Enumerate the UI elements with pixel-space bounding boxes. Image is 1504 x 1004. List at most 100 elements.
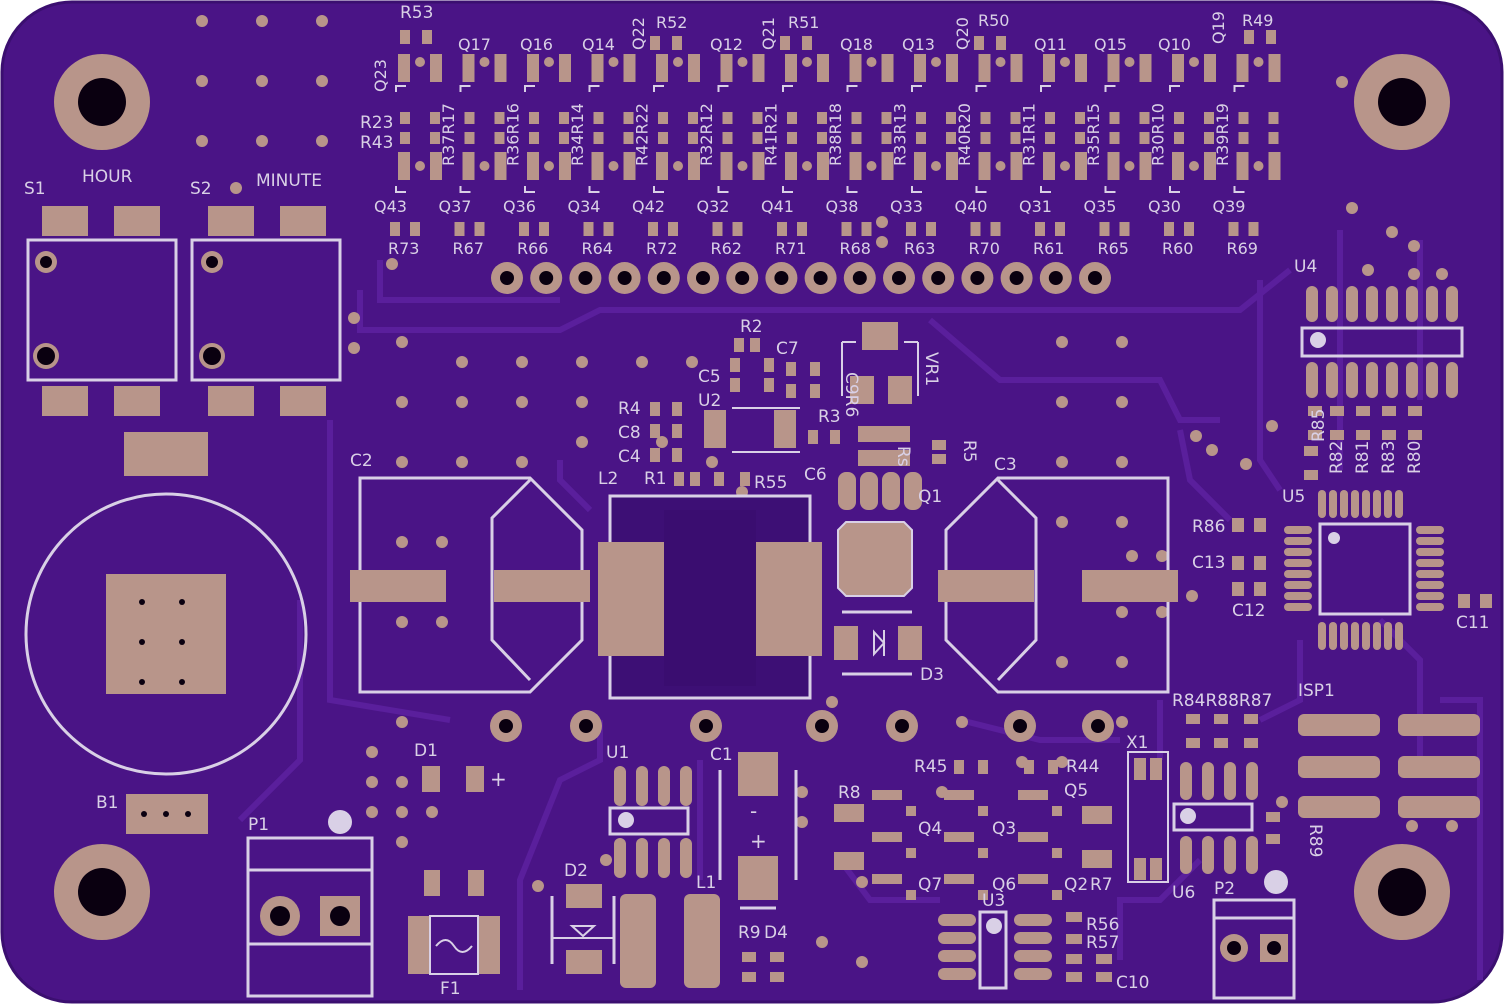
- label-r45: R45: [914, 757, 947, 777]
- array-top-q-label: Q10: [1158, 35, 1191, 54]
- array-top-q-label: Q22: [629, 17, 648, 50]
- array-mid-r-label: R41R21: [762, 103, 781, 166]
- ic-u3: [938, 910, 1112, 990]
- label-r80: R80: [1405, 441, 1425, 474]
- array-mid-r-label: R30R10: [1149, 103, 1168, 166]
- u2-area: [650, 322, 946, 486]
- ic-u4: [1300, 286, 1464, 480]
- label-c6: C6: [804, 465, 827, 485]
- label-u4: U4: [1294, 257, 1317, 277]
- label-c10: C10: [1116, 973, 1150, 993]
- array-top-r-label: R52: [656, 13, 687, 32]
- array-bot-r-label: R68: [840, 239, 871, 258]
- label-c2: C2: [350, 451, 373, 471]
- label-d2: D2: [564, 861, 588, 881]
- label-r89: R89: [1305, 824, 1325, 857]
- label-u2: U2: [698, 391, 721, 411]
- array-bot-q-label: Q35: [1084, 197, 1117, 216]
- header-pins: [491, 262, 1111, 294]
- array-bot-q-label: Q31: [1019, 197, 1052, 216]
- label-c9r6: C9R6: [841, 372, 861, 417]
- diode-d2: [550, 884, 616, 974]
- transistor-cluster: [742, 760, 1112, 982]
- label-q2: Q2: [1064, 875, 1088, 895]
- label-d1: D1: [414, 741, 438, 761]
- label-x1: X1: [1126, 733, 1148, 753]
- array-bot-q-label: Q30: [1148, 197, 1181, 216]
- silk-marks: + - +: [490, 767, 767, 853]
- array-bot-r-label: R63: [904, 239, 935, 258]
- label-isp1: ISP1: [1298, 681, 1335, 701]
- label-d3: D3: [920, 665, 944, 685]
- silk-labels: HOUR MINUTE S1 S2 C2 C3 L2 U2 U4 U5 U1 U…: [24, 3, 1490, 999]
- array-bot-q-label: Q38: [826, 197, 859, 216]
- svg-text:+: +: [490, 767, 507, 791]
- label-c11: C11: [1456, 613, 1490, 633]
- label-l2: L2: [598, 469, 618, 489]
- array-bot-q-label: Q34: [568, 197, 601, 216]
- array-top-q-label: Q23: [371, 59, 390, 92]
- label-r86: R86: [1192, 517, 1225, 537]
- switch-s1: [26, 206, 178, 416]
- array-bot-q-label: Q43: [374, 197, 407, 216]
- array-mid-r-label: R32R12: [697, 103, 716, 166]
- capacitor-c3: [938, 476, 1178, 694]
- label-u3: U3: [982, 891, 1005, 911]
- mounting-holes: [54, 54, 1450, 940]
- mosfet-q1: [837, 472, 922, 597]
- array-bot-r-label: R64: [582, 239, 613, 258]
- array-top-q-label: Q16: [520, 35, 553, 54]
- label-c12: C12: [1232, 601, 1266, 621]
- label-q3: Q3: [992, 819, 1016, 839]
- array-bot-r-label: R73: [388, 239, 419, 258]
- label-c7: C7: [776, 339, 799, 359]
- svg-text:+: +: [750, 829, 767, 853]
- array-top-q-label: Q15: [1094, 35, 1127, 54]
- array-mid-r-label: R31R11: [1020, 103, 1039, 166]
- label-r84r88r87: R84R88R87: [1172, 691, 1272, 711]
- label-r7: R7: [1090, 875, 1113, 895]
- isp-header: [1298, 714, 1480, 818]
- array-bot-r-label: R69: [1227, 239, 1258, 258]
- array-top-r-label: R51: [788, 13, 819, 32]
- label-c3: C3: [994, 455, 1017, 475]
- array-bot-r-label: R66: [517, 239, 548, 258]
- array-top-q-label: Q14: [582, 35, 615, 54]
- label-c8: C8: [618, 423, 641, 443]
- array-top-q-label: Q11: [1034, 35, 1067, 54]
- array-bot-q-label: Q41: [761, 197, 794, 216]
- array-mid-r-label: R36R16: [504, 103, 523, 166]
- array-top-q-label: Q17: [458, 35, 491, 54]
- label-r81: R81: [1353, 441, 1373, 474]
- label-r5: R5: [959, 440, 979, 463]
- fuse-f1: [408, 870, 500, 975]
- array-top-q-label: Q18: [840, 35, 873, 54]
- svg-text:-: -: [750, 799, 757, 823]
- array-bot-r-label: R72: [646, 239, 677, 258]
- array-mid-r-label: R40R20: [955, 103, 974, 166]
- label-r44: R44: [1066, 757, 1099, 777]
- ic-u5: [1232, 490, 1492, 650]
- label-r1: R1: [644, 469, 667, 489]
- array-bot-q-label: Q39: [1213, 197, 1246, 216]
- label-r55: R55: [754, 473, 787, 493]
- label-vr1: VR1: [921, 352, 941, 386]
- label-s1: S1: [24, 179, 46, 199]
- capacitor-c1: [718, 752, 798, 910]
- array-bot-q-label: Q37: [439, 197, 472, 216]
- array-bot-r-label: R61: [1033, 239, 1064, 258]
- connector-p2: [1212, 870, 1296, 1000]
- label-r53: R53: [400, 3, 433, 23]
- label-p1: P1: [248, 815, 269, 835]
- label-r83: R83: [1379, 441, 1399, 474]
- array-bot-r-label: R60: [1162, 239, 1193, 258]
- array-top-r-label: R49: [1242, 11, 1273, 30]
- label-r4: R4: [618, 399, 641, 419]
- connector-p1: [246, 810, 374, 998]
- label-r23: R23: [360, 113, 393, 133]
- label-r57: R57: [1086, 933, 1119, 953]
- label-r3: R3: [818, 407, 841, 427]
- array-bot-q-label: Q40: [955, 197, 988, 216]
- label-minute: MINUTE: [256, 171, 322, 191]
